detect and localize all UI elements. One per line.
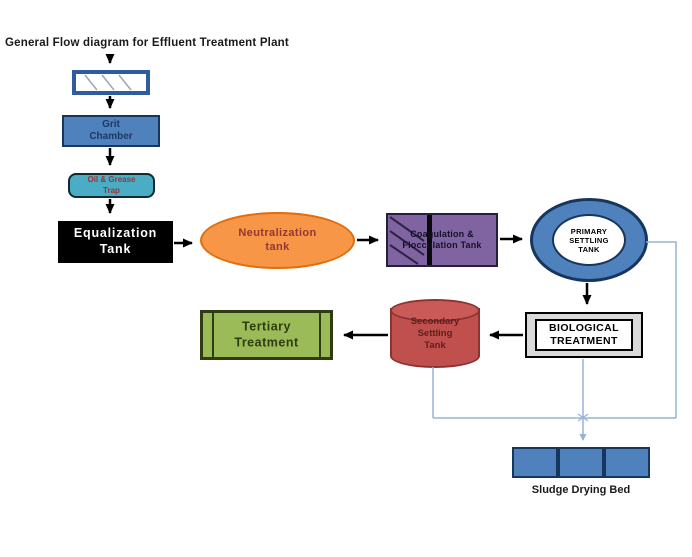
sludge-drying-bed-cell-3 (604, 447, 650, 478)
neutralization-tank-label: Neutralization tank (238, 226, 317, 253)
node-grit-chamber: Grit Chamber (62, 115, 160, 147)
tertiary-treatment-label: Tertiary Treatment (234, 319, 299, 349)
biological-treatment-inner-box: BIOLOGICAL TREATMENT (535, 319, 633, 351)
node-equalization-tank: Equalization Tank (58, 221, 173, 263)
sludge-line-primary-right (646, 241, 677, 418)
node-coagulation-flocculation-tank: Coagulation & Flocculation Tank (386, 213, 498, 267)
coagulation-hatch-icon (389, 216, 425, 265)
bar-screen-hatch-icon (84, 74, 132, 91)
sludge-drying-bed-label: Sludge Drying Bed (531, 484, 631, 496)
sludge-drying-bed-cell-1 (512, 447, 558, 478)
oil-grease-trap-label: Oil & Grease Trap (87, 175, 136, 195)
coagulation-divider-bar (427, 215, 432, 265)
node-neutralization-tank: Neutralization tank (200, 212, 355, 269)
secondary-settling-cylinder-top (390, 299, 480, 322)
secondary-settling-tank-label: Secondary Settling Tank (410, 316, 460, 351)
node-biological-treatment: BIOLOGICAL TREATMENT (525, 312, 643, 358)
node-secondary-settling-tank: Secondary Settling Tank (390, 299, 480, 368)
diagram-title: General Flow diagram for Effluent Treatm… (5, 37, 289, 49)
node-primary-settling-tank: PRIMARY SETTLING TANK (530, 198, 648, 282)
node-tertiary-treatment: Tertiary Treatment (200, 310, 333, 360)
primary-settling-tank-center: PRIMARY SETTLING TANK (552, 214, 626, 266)
sludge-line-junction-marker (577, 413, 589, 422)
node-oil-grease-trap: Oil & Grease Trap (68, 173, 155, 198)
primary-settling-tank-label: PRIMARY SETTLING TANK (569, 226, 609, 254)
coagulation-flocculation-label: Coagulation & Flocculation Tank (402, 228, 482, 250)
biological-treatment-label: BIOLOGICAL TREATMENT (549, 321, 619, 347)
sludge-drying-bed-cell-2 (558, 447, 604, 478)
node-bar-screen (72, 70, 150, 95)
equalization-tank-label: Equalization Tank (73, 226, 158, 256)
grit-chamber-label: Grit Chamber (89, 118, 133, 143)
